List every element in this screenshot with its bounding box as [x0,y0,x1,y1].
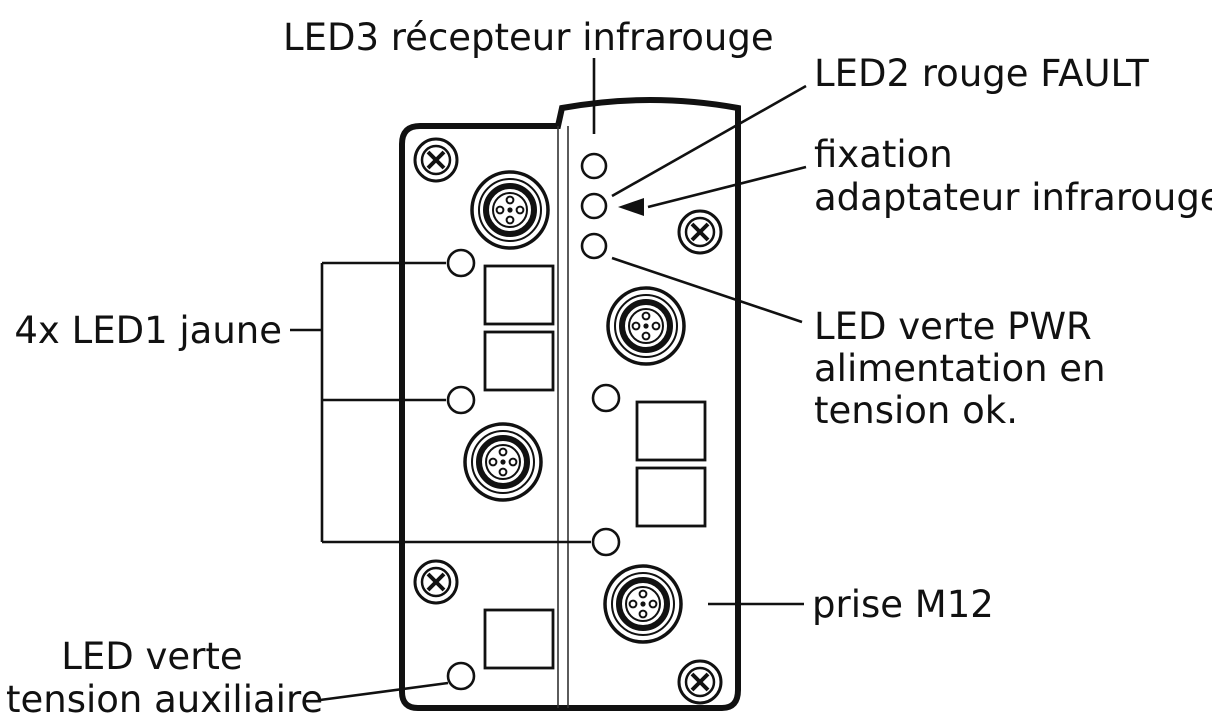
screw-bottom-left-icon [413,559,459,605]
label-m12: prise M12 [812,583,994,626]
label-window-5 [483,608,555,670]
device-housing [399,97,741,711]
m12-connector-2-icon [608,288,684,364]
housing-separator [557,126,569,708]
label-fixation-line-1: fixation [814,133,953,176]
label-led1: 4x LED1 jaune [14,309,282,352]
label-aux-line-1: LED verte [61,635,242,678]
label-pwr-line-3: tension ok. [814,389,1018,432]
label-window-1 [483,264,555,326]
fixation-arrow-icon [618,198,644,216]
leader-led2 [611,84,807,198]
screw-right-icon [677,209,723,255]
screw-top-left-icon [413,137,459,183]
label-aux-line-2: tension auxiliaire [6,678,323,720]
m12-connector-1-icon [472,172,548,248]
label-window-4 [635,466,707,528]
leader-pwr [611,256,803,324]
label-pwr-line-1: LED verte PWR [814,305,1092,348]
led1-yellow-4 [591,527,621,557]
led2-fault [580,192,608,220]
m12-connector-3-icon [465,424,541,500]
label-led2: LED2 rouge FAULT [814,52,1149,95]
led-pwr [580,232,608,260]
label-window-2 [483,330,555,392]
label-fixation-line-2: adaptateur infrarouge [814,176,1212,219]
led1-yellow-2 [446,385,476,415]
label-pwr-line-2: alimentation en [814,347,1106,390]
leader-fixation [647,165,807,209]
leader-aux [319,681,449,702]
screw-bottom-right-icon [677,659,723,705]
led-aux-voltage [446,661,476,691]
label-window-3 [635,400,707,462]
led3-infrared-receiver [580,152,608,180]
led1-yellow-1 [446,248,476,278]
leader-led1-bracket [290,261,591,544]
led1-yellow-3 [591,383,621,413]
label-led3: LED3 récepteur infrarouge [283,16,774,59]
m12-connector-4-icon [605,566,681,642]
